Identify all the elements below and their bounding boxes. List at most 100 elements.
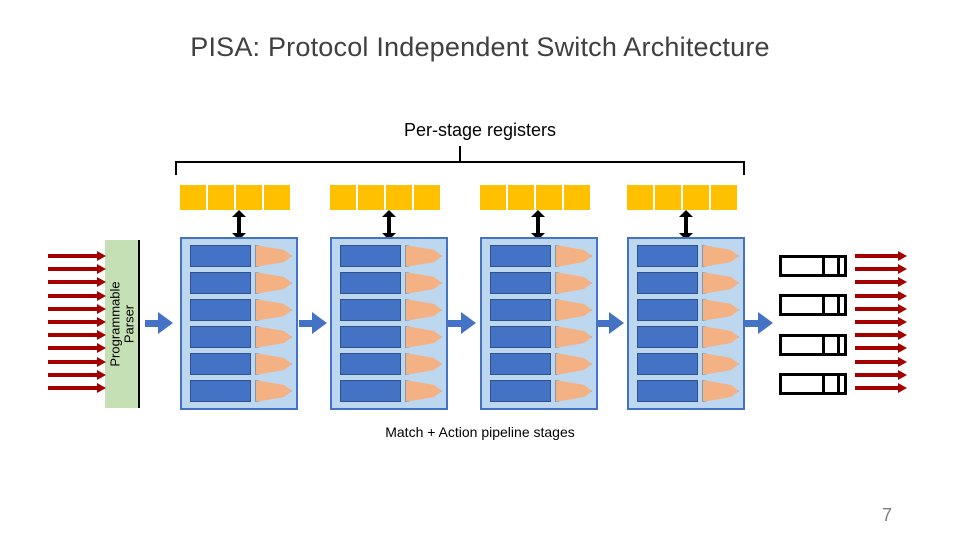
match-table — [340, 299, 401, 321]
packet-divider — [837, 297, 840, 314]
action-unit — [701, 299, 739, 321]
arrow-head-icon — [609, 312, 624, 334]
register-link-arrow-3 — [531, 210, 545, 240]
action-unit — [701, 245, 739, 267]
registers-span-bracket — [175, 161, 745, 175]
register-cell — [264, 185, 290, 210]
arrow-shaft — [48, 346, 98, 351]
match-table — [637, 299, 698, 321]
packet-arrow-in — [48, 382, 106, 393]
arrow-head-icon — [97, 343, 106, 354]
register-cell — [480, 185, 506, 210]
pipeline-stage-1 — [180, 237, 298, 410]
register-group-3 — [480, 185, 590, 210]
arrow-head-icon — [898, 290, 907, 301]
arrow-shaft — [855, 254, 899, 258]
arrow-shaft — [855, 359, 899, 364]
arrow-shaft — [48, 359, 98, 364]
arrow-shaft — [855, 306, 899, 311]
packet-arrow-out — [855, 330, 907, 341]
arrow-shaft — [48, 372, 98, 377]
arrow-head-icon — [312, 312, 327, 334]
arrow-head-icon — [97, 277, 106, 288]
arrow-head-up-icon — [232, 210, 246, 217]
parser-label-line2: Parser — [120, 304, 136, 344]
arrow-shaft — [855, 372, 899, 377]
packet-arrow-in — [48, 290, 106, 301]
register-group-1 — [180, 185, 290, 210]
action-unit — [554, 380, 592, 402]
arrow-head-icon — [898, 356, 907, 367]
flow-arrow-stage4-to-deparser — [745, 312, 773, 334]
packet-arrow-in — [48, 264, 106, 275]
action-unit — [254, 353, 292, 375]
action-unit-column — [554, 245, 592, 402]
register-cell — [711, 185, 737, 210]
flow-arrow-stage3-to-stage4 — [596, 312, 624, 334]
flow-arrow-parser-to-stage1 — [145, 312, 173, 334]
arrow-head-icon — [158, 312, 173, 334]
arrow-head-icon — [97, 264, 106, 275]
arrow-shaft — [48, 254, 98, 258]
register-link-arrow-4 — [679, 210, 693, 240]
match-table — [637, 272, 698, 294]
caption-stem-line — [459, 146, 461, 162]
arrow-head-icon — [898, 251, 907, 261]
register-cell — [236, 185, 262, 210]
packet-glyph — [779, 333, 847, 356]
register-cell — [627, 185, 653, 210]
packet-arrow-out — [855, 382, 907, 393]
arrow-head-down-icon — [382, 233, 396, 240]
parser-label-line1: Programmable — [106, 281, 122, 367]
packet-arrow-in — [48, 277, 106, 288]
action-unit — [554, 353, 592, 375]
match-table — [190, 245, 251, 267]
action-unit — [701, 272, 739, 294]
packet-arrow-in — [48, 356, 106, 367]
arrow-head-down-icon — [679, 233, 693, 240]
arrow-shaft — [48, 319, 98, 324]
arrow-shaft — [299, 320, 316, 327]
action-unit — [404, 353, 442, 375]
packet-arrow-out — [855, 356, 907, 367]
match-table — [490, 380, 551, 402]
register-cell — [358, 185, 384, 210]
action-unit-column — [701, 245, 739, 402]
arrow-shaft — [448, 320, 465, 327]
arrow-head-icon — [898, 330, 907, 341]
arrow-head-icon — [898, 316, 907, 327]
register-cell — [655, 185, 681, 210]
action-unit — [404, 272, 442, 294]
match-table — [190, 299, 251, 321]
arrow-shaft — [145, 320, 162, 327]
action-unit — [254, 299, 292, 321]
packet-arrow-out — [855, 251, 907, 261]
arrow-shaft — [684, 215, 688, 235]
arrow-head-icon — [898, 369, 907, 380]
arrow-head-icon — [97, 303, 106, 314]
action-unit — [554, 326, 592, 348]
arrow-shaft — [855, 346, 899, 351]
action-unit — [701, 380, 739, 402]
programmable-parser-block: Programmable Parser — [105, 240, 140, 408]
packet-arrow-in — [48, 343, 106, 354]
packet-divider — [822, 297, 825, 314]
programmable-parser-label: Programmable Parser — [106, 281, 136, 367]
action-unit — [404, 380, 442, 402]
match-table — [190, 272, 251, 294]
arrow-head-icon — [97, 356, 106, 367]
arrow-shaft — [48, 280, 98, 285]
arrow-head-icon — [97, 330, 106, 341]
packet-arrow-in — [48, 330, 106, 341]
arrow-shaft — [855, 280, 899, 285]
pipeline-stage-2 — [330, 237, 448, 410]
arrow-head-up-icon — [531, 210, 545, 217]
arrow-shaft — [48, 293, 98, 298]
match-table — [490, 299, 551, 321]
match-table — [490, 326, 551, 348]
arrow-head-down-icon — [531, 233, 545, 240]
per-stage-registers-label: Per-stage registers — [403, 120, 557, 140]
egress-packet-arrows — [855, 251, 907, 393]
action-unit — [404, 245, 442, 267]
